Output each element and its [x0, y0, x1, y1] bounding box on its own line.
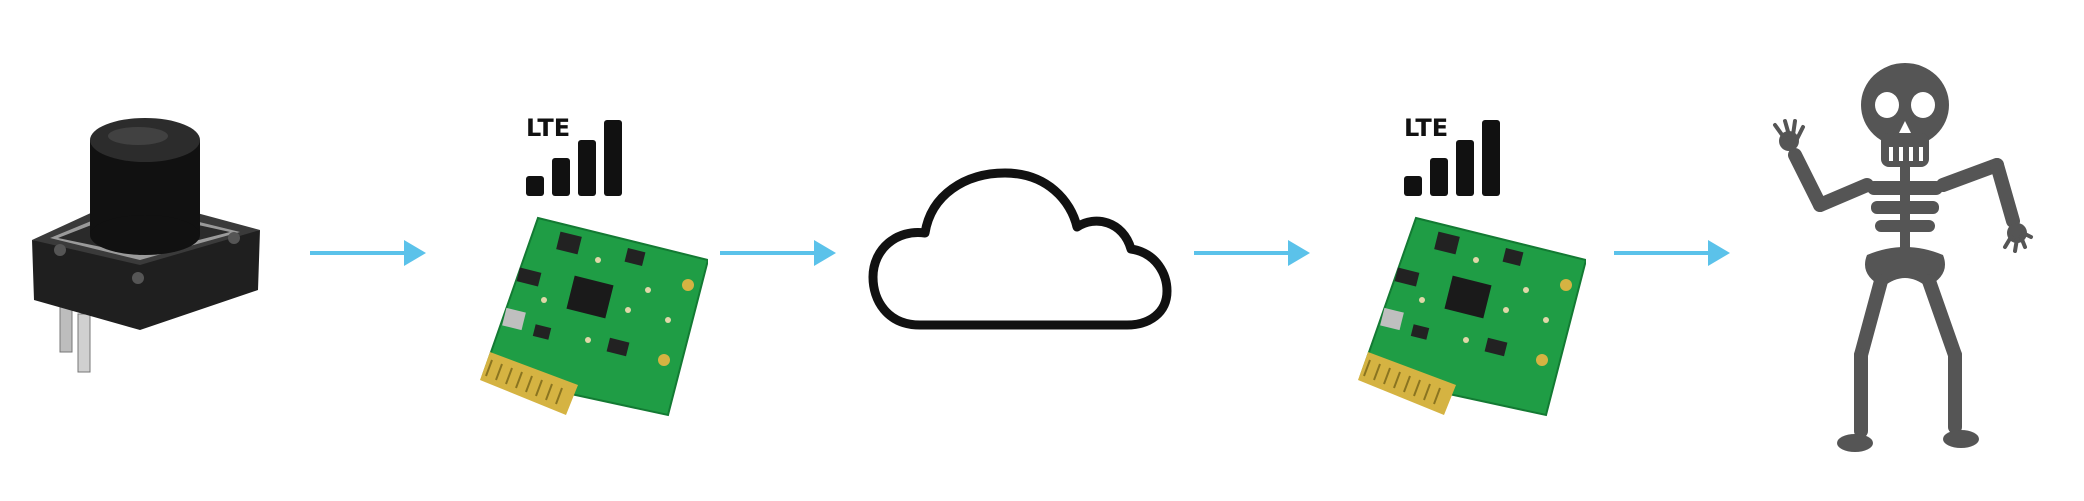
- cloud-icon: [868, 168, 1172, 330]
- lte-module-board: [1358, 216, 1586, 417]
- lte-label: LTE: [1404, 114, 1448, 142]
- push-button-icon: [32, 118, 260, 373]
- arrow-cloud-to-modem: [1194, 240, 1310, 266]
- arrow-modem-to-skeleton: [1614, 240, 1730, 266]
- lte-label: LTE: [526, 114, 570, 142]
- signal-bars-icon: LTE: [1404, 114, 1500, 196]
- signal-bars-icon: LTE: [526, 114, 622, 196]
- arrow-button-to-modem: [310, 240, 426, 266]
- lte-module-board: [480, 216, 708, 417]
- arrow-modem-to-cloud: [720, 240, 836, 266]
- skeleton-icon: [1773, 63, 2033, 452]
